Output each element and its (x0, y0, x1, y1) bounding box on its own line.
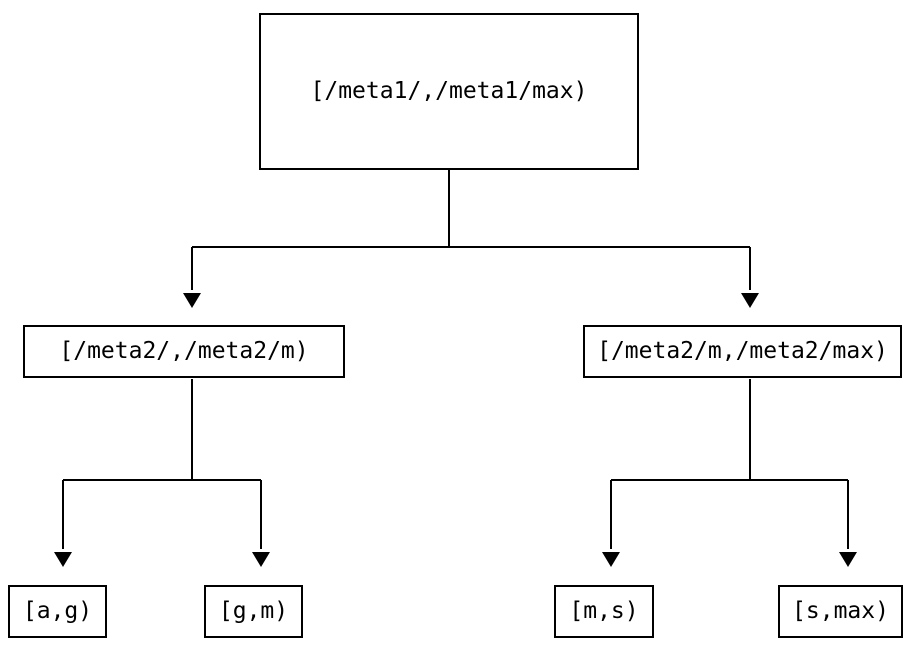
arrowhead-icon (54, 552, 72, 567)
tree-node-leaf-g-m: [g,m) (204, 585, 303, 638)
arrowhead-icon (183, 293, 201, 308)
tree-node-meta2-low: [/meta2/,/meta2/m) (23, 325, 345, 378)
arrowhead-icon (741, 293, 759, 308)
arrowhead-icon (602, 552, 620, 567)
arrowhead-icon (252, 552, 270, 567)
tree-node-root: [/meta1/,/meta1/max) (259, 13, 639, 170)
arrowhead-icon (839, 552, 857, 567)
tree-node-leaf-m-s: [m,s) (554, 585, 654, 638)
tree-node-meta2-high: [/meta2/m,/meta2/max) (583, 325, 902, 378)
tree-node-leaf-a-g: [a,g) (8, 585, 107, 638)
tree-node-leaf-s-max: [s,max) (778, 585, 903, 638)
